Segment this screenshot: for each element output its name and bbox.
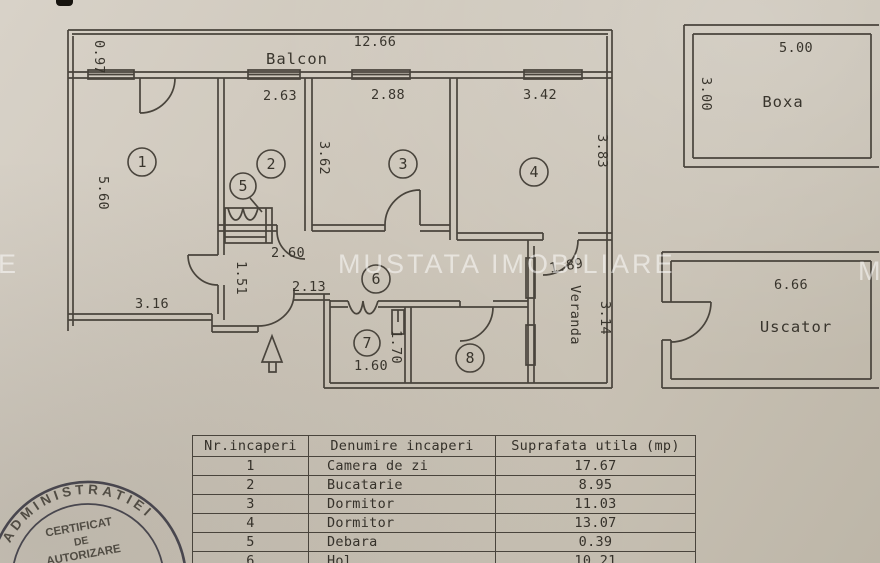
dim-entry-width: 2.13: [292, 279, 326, 295]
cell-area: 17.67: [495, 456, 696, 476]
dim-kitchen-width: 2.63: [263, 88, 297, 104]
authorization-stamp: ADMINISTRATIEI CERTIFICAT DE AUTORIZARE …: [0, 469, 188, 563]
dim-entry-height: 1.51: [233, 261, 249, 295]
dim-bath-width: 1.60: [354, 358, 388, 374]
kitchen-door-arc: [276, 230, 306, 260]
room-number-6: 6: [371, 270, 380, 288]
table-row: 6 Hol 10.21: [192, 551, 696, 563]
dim-balcony-width: 12.66: [354, 34, 397, 50]
cell-name: Bucatarie: [308, 475, 496, 495]
bath-door-symbol: [347, 300, 379, 315]
cell-name: Dormitor: [308, 494, 496, 514]
cell-name: Dormitor: [308, 513, 496, 533]
dim-uscator-width: 6.66: [774, 277, 808, 293]
uscator-walls: [661, 251, 879, 389]
header-room-area: Suprafata utila (mp): [495, 435, 696, 457]
room-number-4: 4: [529, 163, 538, 181]
cell-nr: 4: [192, 513, 309, 533]
annex-walls: [661, 24, 879, 389]
table-row: 3 Dormitor 11.03: [192, 494, 696, 514]
dim-living-height: 5.60: [95, 176, 111, 210]
balcony-label: Balcon: [266, 50, 328, 68]
room-circle-numbers: 1 2 3 4 5 6 7 8: [137, 153, 538, 367]
table-row: 1 Camera de zi 17.67: [192, 456, 696, 476]
table-row: 2 Bucatarie 8.95: [192, 475, 696, 495]
room-number-7: 7: [362, 334, 371, 352]
bedroom3-door-arc: [384, 189, 421, 226]
room-number-8: 8: [465, 349, 474, 367]
dim-bedroom4-width: 3.42: [523, 87, 557, 103]
room-number-1: 1: [137, 153, 146, 171]
uscator-door-arc: [670, 301, 712, 343]
cell-area: 11.03: [495, 494, 696, 514]
living-door-arc: [187, 254, 219, 286]
scan-artifact: [56, 0, 73, 6]
cell-area: 0.39: [495, 532, 696, 552]
room-areas-table: Nr.incaperi Denumire incaperi Suprafata …: [192, 435, 696, 563]
cell-name: Debara: [308, 532, 496, 552]
veranda-label: Veranda: [567, 285, 583, 345]
room8-door-arc: [459, 306, 494, 342]
boxa-walls: [683, 24, 879, 168]
plan-annotations: Balcon 12.66 0.97 2.63 2.88 3.42 5.60 3.…: [91, 34, 832, 374]
header-room-number: Nr.incaperi: [192, 435, 309, 457]
dim-bedroom3-width: 2.88: [371, 87, 405, 103]
dim-kitchen-height: 3.62: [316, 141, 332, 175]
dim-veranda-height: 3.14: [597, 301, 613, 335]
cell-nr: 2: [192, 475, 309, 495]
cell-area: 13.07: [495, 513, 696, 533]
cell-name: Hol: [308, 551, 496, 563]
cell-nr: 1: [192, 456, 309, 476]
room-number-2: 2: [266, 155, 275, 173]
cell-nr: 6: [192, 551, 309, 563]
main-unit-walls: [67, 29, 613, 389]
header-room-name: Denumire incaperi: [308, 435, 496, 457]
room-number-5: 5: [238, 177, 247, 195]
dim-living-bottom: 3.16: [135, 296, 169, 312]
plumbing-fixture: [391, 309, 405, 335]
uscator-label: Uscator: [760, 318, 832, 336]
balcony-door-arc: [139, 77, 176, 114]
cell-nr: 3: [192, 494, 309, 514]
dim-boxa-height: 3.00: [698, 77, 714, 111]
dim-balcony-depth: 0.97: [91, 40, 107, 74]
cell-area: 8.95: [495, 475, 696, 495]
room-circles: [127, 147, 549, 373]
north-arrow-icon: [260, 333, 284, 373]
table-row: 5 Debara 0.39: [192, 532, 696, 552]
boxa-label: Boxa: [762, 93, 803, 111]
entrance-door-arc: [257, 288, 295, 332]
dim-bath-height: 1.70: [388, 330, 404, 364]
table-header-row: Nr.incaperi Denumire incaperi Suprafata …: [192, 435, 696, 457]
dim-veranda-width: 1.89: [548, 255, 584, 276]
cell-nr: 5: [192, 532, 309, 552]
room-number-3: 3: [398, 155, 407, 173]
dim-bedroom4-height: 3.83: [594, 134, 610, 168]
dim-hall-width: 2.60: [271, 245, 305, 261]
stamp-line2: DE: [73, 534, 89, 548]
veranda-panels: [525, 257, 536, 366]
cell-area: 10.21: [495, 551, 696, 563]
dim-boxa-width: 5.00: [779, 40, 813, 56]
bedroom4-door-arc: [542, 239, 579, 276]
closet-debara: [224, 197, 273, 244]
cell-name: Camera de zi: [308, 456, 496, 476]
table-row: 4 Dormitor 13.07: [192, 513, 696, 533]
